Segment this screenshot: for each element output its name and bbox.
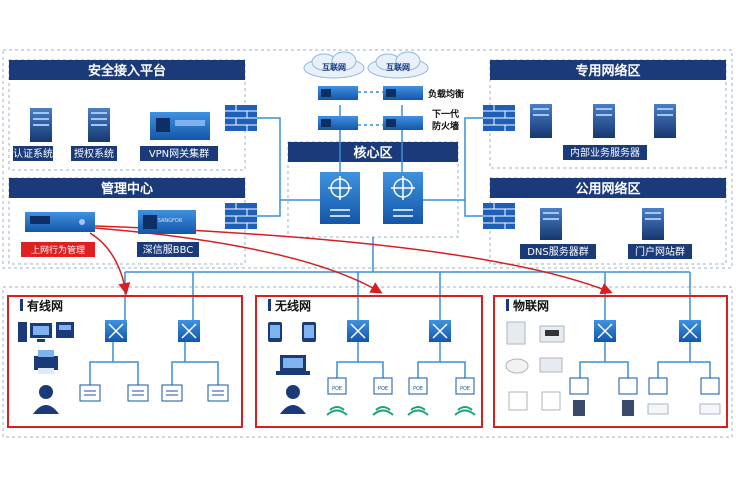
core-header-bg	[288, 142, 458, 162]
portal-server-icon	[642, 208, 664, 240]
management-zone-title: 管理中心	[101, 181, 153, 197]
printer-icon	[34, 350, 58, 374]
server-icon	[654, 104, 676, 138]
internet-cloud-icon	[303, 51, 365, 79]
server-icon	[30, 108, 52, 142]
public-zone-title: 公用网络区	[575, 181, 640, 197]
auth-system-label: 认证系统	[13, 147, 53, 160]
dns-servers-label: DNS服务器群	[527, 245, 589, 258]
poe-label: POE	[413, 386, 423, 392]
portal-servers-label: 门户网站群	[635, 245, 685, 258]
iot-zone-title: 物联网	[513, 298, 549, 313]
vpn-gateway-icon	[150, 112, 210, 140]
private-header-bg	[490, 60, 726, 80]
poe-switch-icon	[327, 377, 347, 395]
wifi-ap-icon	[372, 406, 394, 416]
access-switch-icon	[347, 320, 369, 342]
public-header-bg	[490, 178, 726, 198]
wireless-zone-title: 无线网	[274, 298, 311, 313]
poe-switch-icon	[618, 377, 638, 395]
ngfw-icon	[383, 116, 423, 130]
iot-gateway-icon	[573, 400, 585, 416]
wall-panel-icon	[508, 391, 528, 411]
ngfw-icon	[318, 116, 358, 130]
server-icon	[593, 104, 615, 138]
load-balance-label: 负载均衡	[428, 88, 464, 100]
vpn-gateway-label: VPN网关集群	[149, 147, 209, 160]
poe-switch-icon	[408, 377, 428, 395]
access-switch-icon	[594, 320, 616, 342]
poe-label: POE	[460, 386, 470, 392]
internet-label: 互联网	[322, 62, 346, 72]
poe-label: POE	[378, 386, 388, 392]
brand-mark: SANGFOR	[158, 218, 183, 224]
core-zone-title: 核心区	[353, 145, 392, 161]
poe-switch-icon	[373, 377, 393, 395]
poe-switch-icon	[455, 377, 475, 395]
poe-switch-icon	[569, 377, 589, 395]
firewall-icon	[225, 105, 257, 131]
poe-label: POE	[332, 386, 342, 392]
user-icon	[33, 385, 59, 414]
management-header-bg	[9, 178, 245, 198]
tablet-icon	[268, 322, 282, 342]
server-icon	[88, 108, 110, 142]
internal-servers-label: 内部业务服务器	[570, 146, 640, 159]
edge-switch-icon	[79, 384, 101, 402]
desktop-pc-icon	[18, 322, 52, 342]
edge-switch-icon	[207, 384, 229, 402]
wall-panel-icon	[541, 391, 561, 411]
access-switch-icon	[679, 320, 701, 342]
internet-cloud-icon	[367, 51, 429, 79]
access-switch-icon	[178, 320, 200, 342]
firewall-icon	[225, 203, 257, 229]
access-switch-icon	[429, 320, 451, 342]
phone-icon	[56, 322, 74, 338]
behavior-mgmt-device-icon	[25, 212, 95, 232]
poe-switch-icon	[700, 377, 720, 395]
bbc-device-icon	[138, 210, 196, 234]
power-meter-icon	[506, 321, 526, 345]
firewall-icon	[483, 105, 515, 131]
wifi-ap-icon	[454, 406, 476, 416]
load-balancer-icon	[383, 86, 423, 100]
bbc-label: 深信服BBC	[143, 244, 194, 256]
ngfw-label-line2: 防火墙	[432, 120, 459, 132]
smartphone-icon	[302, 322, 316, 342]
laptop-icon	[276, 355, 310, 375]
sensor-icon	[539, 357, 563, 373]
thermostat-icon	[539, 325, 565, 343]
wired-zone-title: 有线网	[27, 298, 63, 313]
server-icon	[530, 104, 552, 138]
core-switch-icon	[383, 172, 423, 224]
wifi-ap-icon	[407, 406, 429, 416]
authorization-system-label: 授权系统	[74, 147, 114, 160]
wifi-ap-icon	[326, 406, 348, 416]
poe-switch-icon	[648, 377, 668, 395]
router-icon	[699, 403, 721, 415]
firewall-icon	[483, 203, 515, 229]
private-zone-title: 专用网络区	[575, 63, 640, 79]
edge-switch-icon	[127, 384, 149, 402]
load-balancer-icon	[318, 86, 358, 100]
dns-server-icon	[540, 208, 562, 240]
internet-label: 互联网	[386, 62, 410, 72]
core-switch-icon	[320, 172, 360, 224]
edge-switch-icon	[161, 384, 183, 402]
access-switch-icon	[105, 320, 127, 342]
security-zone-title: 安全接入平台	[88, 63, 166, 79]
router-icon	[647, 403, 669, 415]
behavior-mgmt-label: 上网行为管理	[31, 244, 85, 256]
user-icon	[280, 385, 306, 414]
iot-gateway-icon	[622, 400, 634, 416]
security-header-bg	[9, 60, 245, 80]
smoke-detector-icon	[505, 358, 529, 374]
ngfw-label-line1: 下一代	[432, 108, 459, 120]
